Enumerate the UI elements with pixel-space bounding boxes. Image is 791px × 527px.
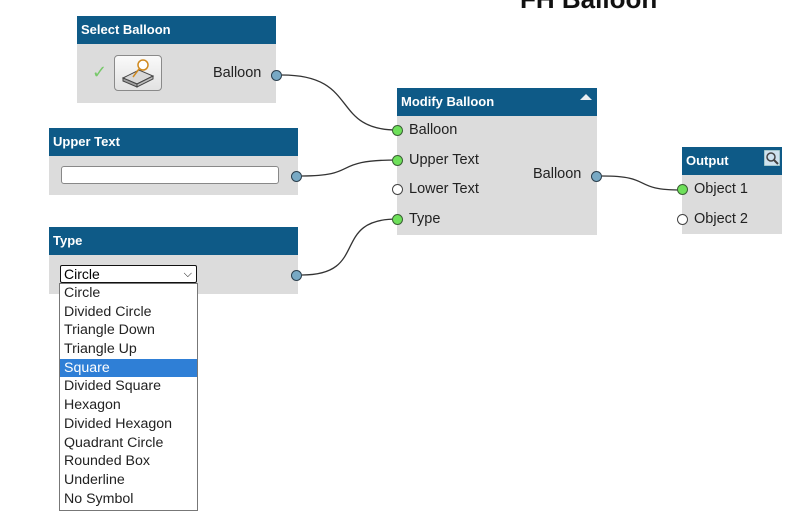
output-node: Output bbox=[682, 147, 782, 234]
page-title: FH Balloon bbox=[520, 0, 657, 15]
check-icon: ✓ bbox=[92, 62, 108, 82]
modify-out-label-balloon: Balloon bbox=[533, 166, 582, 182]
dropdown-option[interactable]: Hexagon bbox=[64, 397, 121, 414]
modify-in-label-balloon: Balloon bbox=[409, 122, 458, 138]
dropdown-option[interactable]: Triangle Up bbox=[64, 341, 137, 358]
select-balloon-node: Select Balloon ✓ bbox=[77, 16, 276, 103]
output-title: Output bbox=[682, 147, 782, 175]
output-in-port-object2[interactable] bbox=[677, 214, 688, 225]
magnifier-icon[interactable] bbox=[764, 150, 780, 166]
chevron-down-icon: ⌵ bbox=[183, 268, 192, 280]
wire-uppertext-to-modify bbox=[301, 159, 398, 177]
modify-in-port-balloon[interactable] bbox=[392, 125, 403, 136]
dropdown-option[interactable]: Divided Circle bbox=[64, 303, 152, 320]
modify-in-label-upper-text: Upper Text bbox=[409, 152, 479, 168]
balloon-select-icon bbox=[121, 59, 155, 88]
dropdown-option[interactable]: Underline bbox=[64, 471, 125, 488]
dropdown-option[interactable]: No Symbol bbox=[64, 490, 134, 507]
type-out-port[interactable] bbox=[291, 270, 302, 281]
type-title: Type bbox=[49, 227, 298, 255]
upper-text-node: Upper Text bbox=[49, 128, 298, 195]
dropdown-option[interactable]: Triangle Down bbox=[64, 322, 155, 339]
collapse-icon[interactable] bbox=[580, 93, 592, 101]
modify-in-port-type[interactable] bbox=[392, 214, 403, 225]
dropdown-option[interactable]: Divided Square bbox=[64, 378, 162, 395]
wire-select-to-modify bbox=[281, 74, 398, 131]
wire-type-to-modify bbox=[301, 218, 398, 276]
type-dropdown-list: Circle Divided Circle Triangle Down Tria… bbox=[59, 283, 198, 511]
type-select[interactable]: Circle ⌵ bbox=[60, 265, 197, 283]
dropdown-option[interactable]: Circle bbox=[64, 285, 101, 301]
modify-balloon-title-text: Modify Balloon bbox=[401, 94, 495, 109]
modify-balloon-node: Modify Balloon bbox=[397, 88, 597, 235]
modify-balloon-title: Modify Balloon bbox=[397, 88, 597, 116]
dropdown-option[interactable]: Divided Hexagon bbox=[64, 415, 173, 432]
modify-in-label-lower-text: Lower Text bbox=[409, 181, 479, 197]
wire-modify-to-output bbox=[601, 175, 683, 191]
modify-in-port-lower-text[interactable] bbox=[392, 184, 403, 195]
upper-text-input[interactable] bbox=[61, 166, 279, 184]
output-in-label-object2: Object 2 bbox=[694, 211, 748, 227]
dropdown-option[interactable]: Rounded Box bbox=[64, 453, 150, 470]
select-balloon-title: Select Balloon bbox=[77, 16, 276, 44]
select-balloon-out-port[interactable] bbox=[271, 70, 282, 81]
output-in-label-object1: Object 1 bbox=[694, 181, 748, 197]
dropdown-option-highlighted[interactable]: Square bbox=[60, 358, 197, 378]
modify-out-port[interactable] bbox=[591, 171, 602, 182]
modify-in-label-type: Type bbox=[409, 211, 441, 227]
output-title-text: Output bbox=[686, 153, 729, 168]
select-balloon-button[interactable] bbox=[114, 55, 162, 91]
dropdown-option[interactable]: Quadrant Circle bbox=[64, 434, 164, 451]
upper-text-title: Upper Text bbox=[49, 128, 298, 156]
modify-in-port-upper-text[interactable] bbox=[392, 155, 403, 166]
select-balloon-out-label: Balloon bbox=[213, 65, 262, 81]
output-in-port-object1[interactable] bbox=[677, 184, 688, 195]
type-select-value: Circle bbox=[64, 266, 100, 282]
upper-text-out-port[interactable] bbox=[291, 171, 302, 182]
